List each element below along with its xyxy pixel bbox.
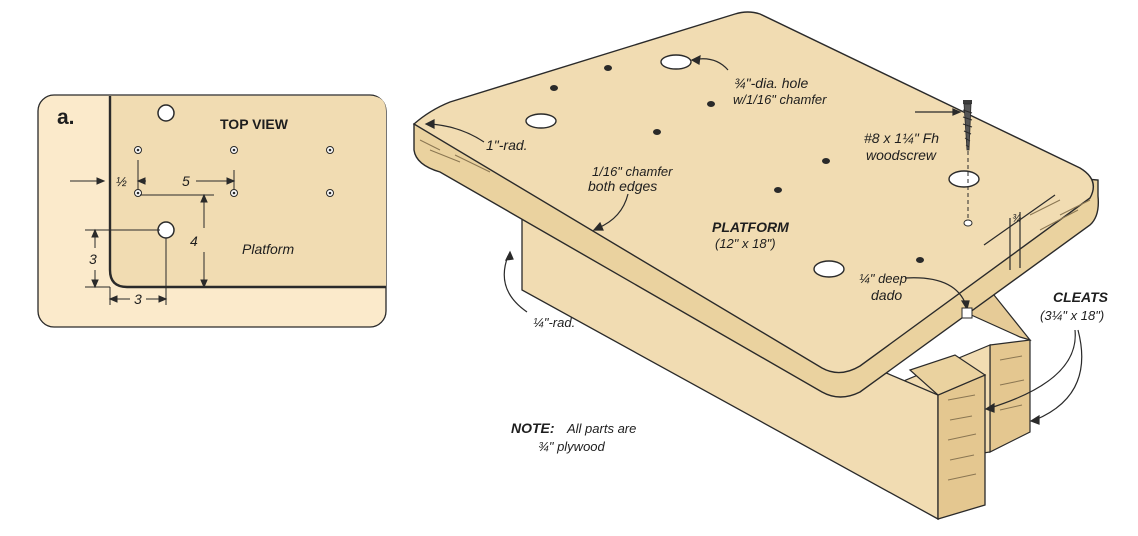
note: NOTE: All parts are ¾" plywood	[511, 420, 636, 454]
platform-screw-hole	[774, 187, 782, 193]
callout-cleats-size: (3¼" x 18")	[1040, 308, 1104, 323]
dim-edge-offset: ½	[116, 174, 127, 189]
platform-large-hole	[660, 54, 692, 70]
detail-large-hole	[157, 104, 175, 122]
main-illustration	[412, 11, 1100, 521]
platform-screw-hole	[916, 257, 924, 263]
callout-corner-radius: 1"-rad.	[486, 137, 528, 153]
callout-chamfer-line2: both edges	[588, 178, 657, 194]
dim-hole-spacing: 5	[182, 173, 190, 189]
dado-notch	[961, 307, 973, 319]
platform-large-hole	[948, 170, 980, 188]
callout-platform-name: PLATFORM	[712, 219, 789, 235]
callout-chamfer-line1: 1/16" chamfer	[592, 164, 673, 179]
callout-hole-line1: ¾"-dia. hole	[734, 75, 808, 91]
platform-edge-grain	[419, 139, 1091, 231]
platform-screw-hole	[822, 158, 830, 164]
detail-large-hole	[157, 221, 175, 239]
callout-cleat-radius: ¼"-rad.	[533, 315, 575, 330]
platform-large-hole	[525, 113, 557, 129]
platform-screw-hole	[653, 129, 661, 135]
callout-dado-line2: dado	[871, 287, 902, 303]
detail-title: TOP VIEW	[220, 116, 289, 132]
pilot-hole	[963, 219, 973, 227]
platform	[412, 11, 1100, 398]
note-label: NOTE:	[511, 420, 555, 436]
platform-top	[412, 11, 1094, 374]
callout-screw-line1: #8 x 1¼" Fh	[864, 130, 939, 146]
callout-cleats-name: CLEATS	[1053, 289, 1109, 305]
callout-dado-depth: ¾	[1012, 213, 1021, 225]
platform-large-hole	[813, 260, 845, 278]
dim-inset-y: 3	[89, 251, 97, 267]
detail-a-top-view: a. TOP VIEW Platform	[37, 94, 387, 328]
callouts: ¾"-dia. hole w/1/16" chamfer #8 x 1¼" Fh…	[486, 75, 1109, 330]
callout-platform-size: (12" x 18")	[715, 236, 776, 251]
note-text-line2: ¾" plywood	[538, 439, 606, 454]
leader-lines	[424, 54, 1083, 425]
dim-inset-x: 3	[134, 291, 142, 307]
cleat-end-grain	[947, 355, 1025, 481]
platform-corner-outline	[108, 96, 386, 289]
detail-letter: a.	[57, 106, 75, 129]
cleat-front	[521, 217, 1025, 521]
dim-hole-depth: 4	[190, 233, 198, 249]
platform-screw-hole	[550, 85, 558, 91]
callout-screw-line2: woodscrew	[866, 147, 937, 163]
detail-dimension-lines	[70, 160, 236, 305]
detail-platform-area	[110, 96, 386, 287]
woodscrew	[962, 100, 973, 218]
callout-hole-line2: w/1/16" chamfer	[733, 92, 827, 107]
platform-screw-hole	[604, 65, 612, 71]
platform-screw-hole	[707, 101, 715, 107]
callout-dado-line1: ¼" deep	[859, 271, 907, 286]
note-text-line1: All parts are	[566, 421, 636, 436]
detail-part-label: Platform	[242, 241, 294, 257]
